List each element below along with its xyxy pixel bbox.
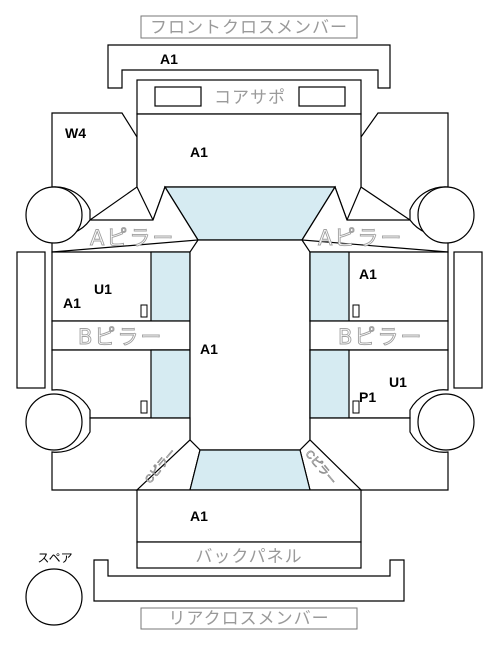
rear-cross-member-label: リアクロスメンバー	[168, 609, 329, 629]
back-panel	[136, 541, 362, 569]
right-rear-door-handle	[352, 400, 360, 414]
a-pillar-right-label: Aピラー	[318, 226, 403, 250]
front-member	[107, 44, 391, 89]
left-fender-damage-code: W4	[65, 125, 86, 141]
back-panel-label: バックパネル	[195, 547, 302, 567]
rear-member	[93, 559, 405, 602]
a-pillar-left-label: Aピラー	[90, 226, 175, 250]
hood-damage-code: A1	[190, 144, 208, 160]
left-front-door-damage-u: U1	[94, 281, 112, 297]
front-member-damage-code: A1	[160, 51, 178, 67]
wheel-front-left	[25, 186, 83, 244]
wheel-rear-right	[417, 393, 475, 451]
rear-cross-member-label-box	[140, 607, 358, 630]
left-rear-door-handle	[140, 400, 148, 414]
front-cross-member-label: フロントクロスメンバー	[150, 18, 348, 38]
b-pillar-left-label: Bピラー	[78, 325, 163, 349]
left-rear-door-glass	[150, 349, 191, 419]
front-cross-member-label-box	[140, 15, 358, 39]
left-front-door-handle	[140, 304, 148, 318]
wheel-front-right	[417, 186, 475, 244]
rear-window	[189, 449, 311, 491]
right-rear-door-damage-u: U1	[389, 374, 407, 390]
trunk-damage-code: A1	[190, 508, 208, 524]
left-front-door-damage-a: A1	[63, 295, 81, 311]
right-rear-door-glass	[309, 349, 350, 419]
right-rear-door-damage-p: P1	[359, 389, 376, 405]
right-front-door-damage-code: A1	[359, 266, 377, 282]
b-pillar-right-label: Bピラー	[338, 325, 423, 349]
roof-damage-code: A1	[200, 341, 218, 357]
trunk	[136, 489, 362, 543]
b-pillar-right	[309, 320, 449, 351]
headlight-right	[298, 86, 346, 107]
right-side-sill	[453, 251, 483, 389]
right-front-door-glass	[309, 251, 350, 322]
left-front-door-glass	[150, 251, 191, 322]
wheel-rear-left	[25, 393, 83, 451]
left-side-sill	[16, 251, 46, 389]
core-support-label: コアサポ	[214, 88, 286, 108]
headlight-left	[154, 86, 202, 107]
spare-label: スペア	[37, 551, 72, 565]
spare-tire	[25, 568, 83, 626]
right-front-door-handle	[352, 304, 360, 318]
